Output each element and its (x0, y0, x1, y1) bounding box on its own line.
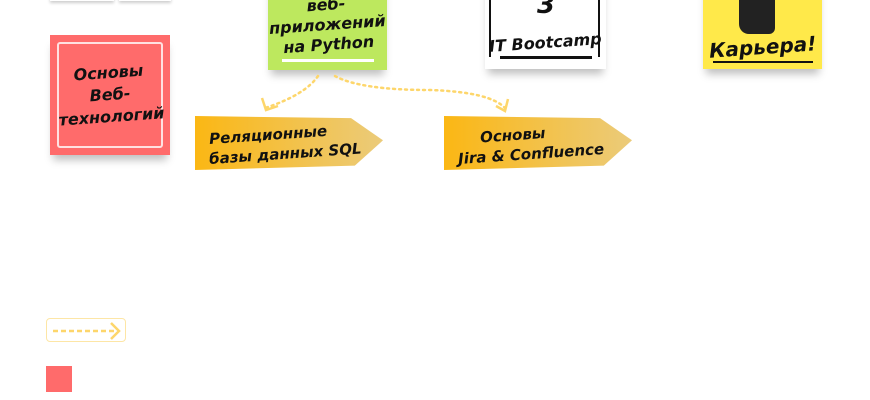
note-it-bootcamp[interactable]: 3 IT Bootcamp (485, 0, 606, 69)
arrowhead-sql (260, 97, 279, 112)
legend-arrow[interactable] (46, 318, 126, 342)
legend-red-square[interactable] (46, 366, 72, 392)
note-career[interactable]: Карьера! (703, 0, 822, 69)
tag-sql[interactable]: Реляционные базы данных SQL (195, 116, 383, 170)
arrow-to-jira (333, 74, 507, 110)
note-frame (489, 0, 600, 57)
note-python-web-apps[interactable]: веб- приложений на Python (268, 0, 387, 70)
note-web-technologies[interactable]: Основы Веб- технологий (50, 35, 170, 155)
number-3-graphic: 3 (537, 0, 556, 20)
person-silhouette-icon (739, 0, 775, 34)
note-border (57, 42, 163, 148)
underline (712, 61, 813, 63)
note-text: Основы Веб- технологий (55, 58, 165, 131)
underline (281, 59, 374, 62)
note-text: Карьера! (708, 31, 817, 63)
arrow-to-sql (263, 74, 320, 110)
arrowhead-jira (495, 98, 510, 113)
partial-note-top-left-1 (50, 0, 114, 1)
partial-note-top-left-2 (119, 0, 171, 1)
dashed-arrow-icon (53, 322, 121, 340)
tag-jira-confluence[interactable]: Основы Jira & Confluence (444, 116, 632, 170)
note-text: веб- приложений на Python (267, 0, 388, 59)
underline (499, 56, 592, 59)
